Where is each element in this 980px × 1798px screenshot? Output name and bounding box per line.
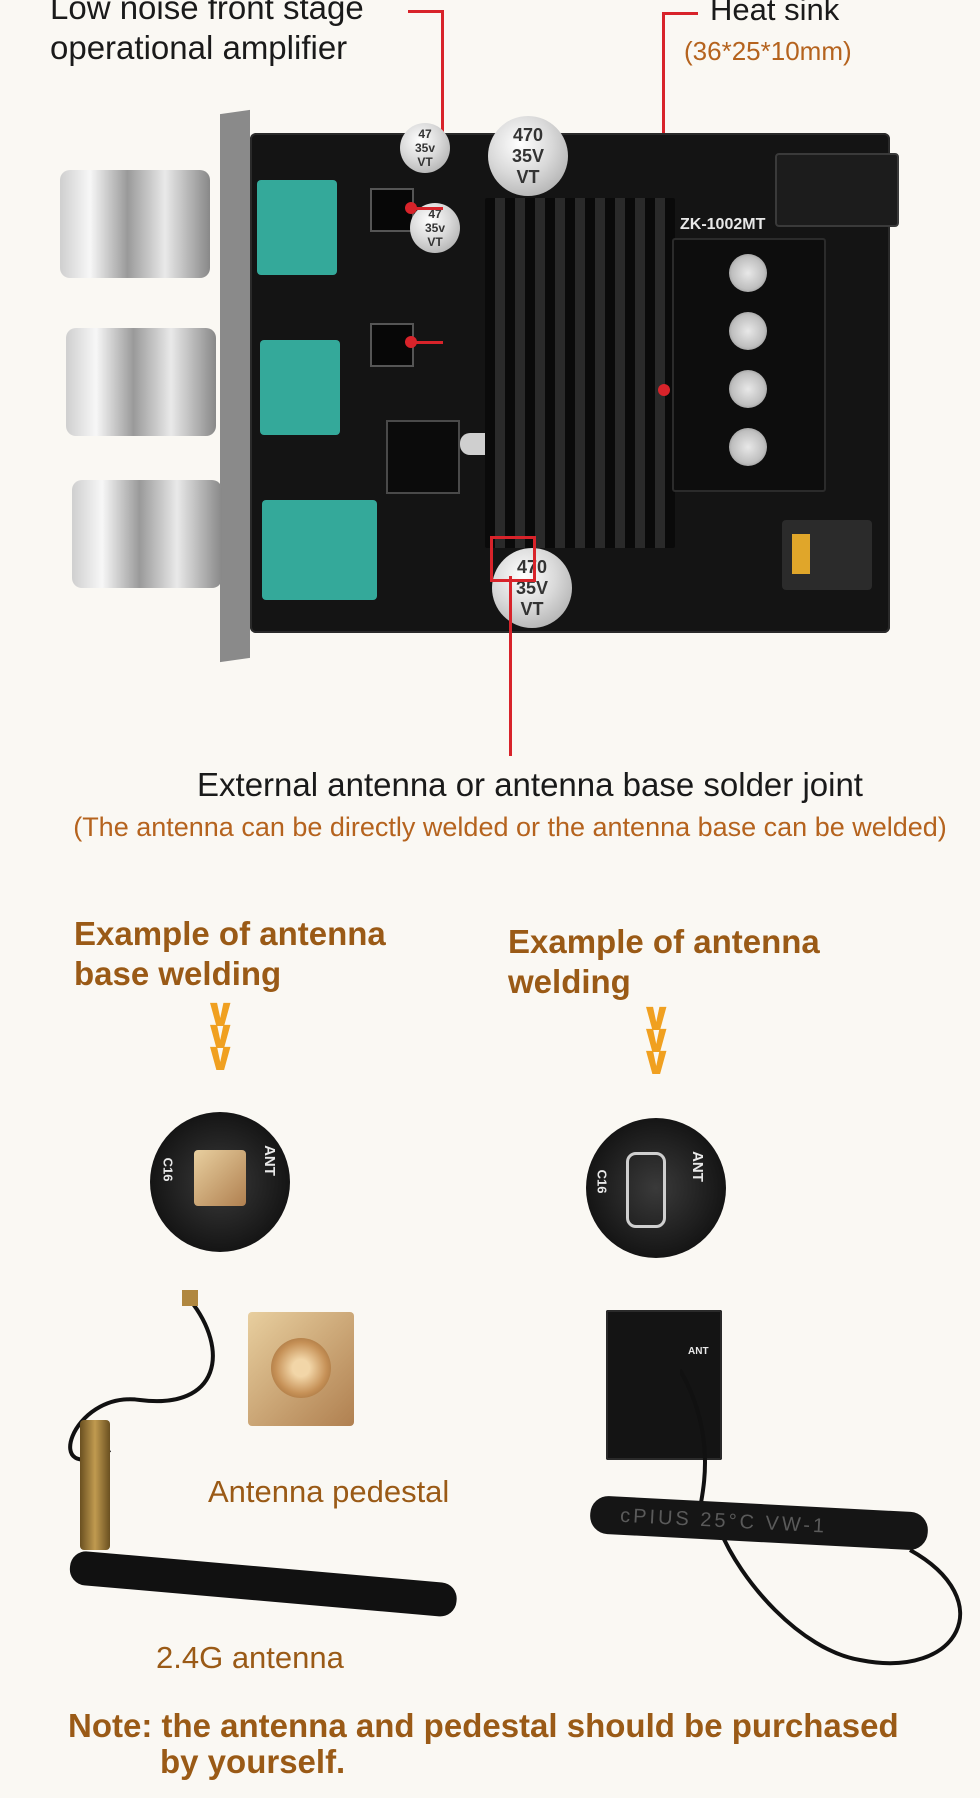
antenna-pedestal-image: [248, 1312, 354, 1426]
potentiometer-1: [257, 180, 337, 275]
volume-knob-bottom: [72, 480, 222, 588]
volume-knob-top: [60, 170, 210, 278]
opamp-leader-2: [415, 341, 443, 344]
big-capacitor-1: 470 35V VT: [488, 116, 568, 196]
heat-sink-size: (36*25*10mm): [684, 36, 852, 66]
heat-sink: [485, 198, 675, 548]
antenna-joint-note: (The antenna can be directly welded or t…: [73, 812, 947, 842]
dc-jack: [775, 153, 899, 227]
wire-joint: [626, 1152, 666, 1228]
small-capacitor-1: 47 35v VT: [400, 123, 450, 173]
closeup-ant-label-2: ANT: [688, 1151, 706, 1182]
closeup-base-welding: ANT C16: [150, 1112, 290, 1252]
heat-sink-marker: [658, 384, 670, 396]
pedestal-pad: [194, 1150, 246, 1206]
audio-jack: [782, 520, 872, 590]
bt-chip: [386, 420, 460, 494]
front-stage-label: Low noise front stage operational amplif…: [50, 0, 364, 66]
amplifier-board: 47 35v VT 47 35v VT 470 35V VT 470 35V V…: [60, 108, 940, 668]
terminal-screw-2: [729, 312, 767, 350]
opamp-chip-2: [370, 323, 414, 367]
antenna-joint-title: External antenna or antenna base solder …: [197, 766, 863, 803]
cable-print: cPIUS 25°C VW-1: [619, 1504, 828, 1538]
front-panel: [220, 109, 250, 663]
potentiometer-3: [262, 500, 377, 600]
antenna-pedestal-label: Antenna pedestal: [208, 1474, 450, 1509]
volume-knob-middle: [66, 328, 216, 436]
terminal-screw-1: [729, 254, 767, 292]
chevron-down-icon: ∨∨∨: [204, 991, 237, 1079]
front-stage-leader-h: [408, 10, 444, 13]
example-base-welding-heading: Example of antenna base welding: [74, 915, 386, 992]
antenna-leader-v: [509, 576, 512, 756]
closeup-c16-label-2: C16: [594, 1169, 610, 1194]
opamp-marker-2: [405, 336, 417, 348]
purchase-note: Note: the antenna and pedestal should be…: [68, 1707, 899, 1780]
big-capacitor-2: 470 35V VT: [492, 548, 572, 628]
potentiometer-2: [260, 340, 340, 435]
antenna-label: 2.4G antenna: [156, 1640, 344, 1675]
terminal-screw-4: [729, 428, 767, 466]
closeup-direct-welding: ANT C16: [586, 1118, 726, 1258]
example-welding-heading: Example of antenna welding: [508, 923, 820, 1000]
closeup-c16-label: C16: [160, 1157, 176, 1182]
chevron-down-icon: ∨∨∨: [640, 995, 673, 1083]
speaker-terminal: [672, 238, 826, 492]
antenna-pad-highlight: [490, 536, 536, 582]
welded-pcb-ant-label: ANT: [688, 1346, 709, 1357]
closeup-ant-label: ANT: [260, 1145, 278, 1176]
opamp-marker-1: [405, 202, 417, 214]
heat-sink-leader-h: [662, 12, 698, 15]
model-label: ZK-1002MT: [680, 216, 766, 233]
small-capacitor-2: 47 35v VT: [410, 203, 460, 253]
antenna-connector: [80, 1420, 110, 1550]
antenna-rod: [68, 1550, 459, 1618]
opamp-leader-1: [415, 207, 443, 210]
terminal-screw-3: [729, 370, 767, 408]
antenna-cable: [68, 1290, 215, 1462]
heat-sink-label: Heat sink: [710, 0, 840, 27]
